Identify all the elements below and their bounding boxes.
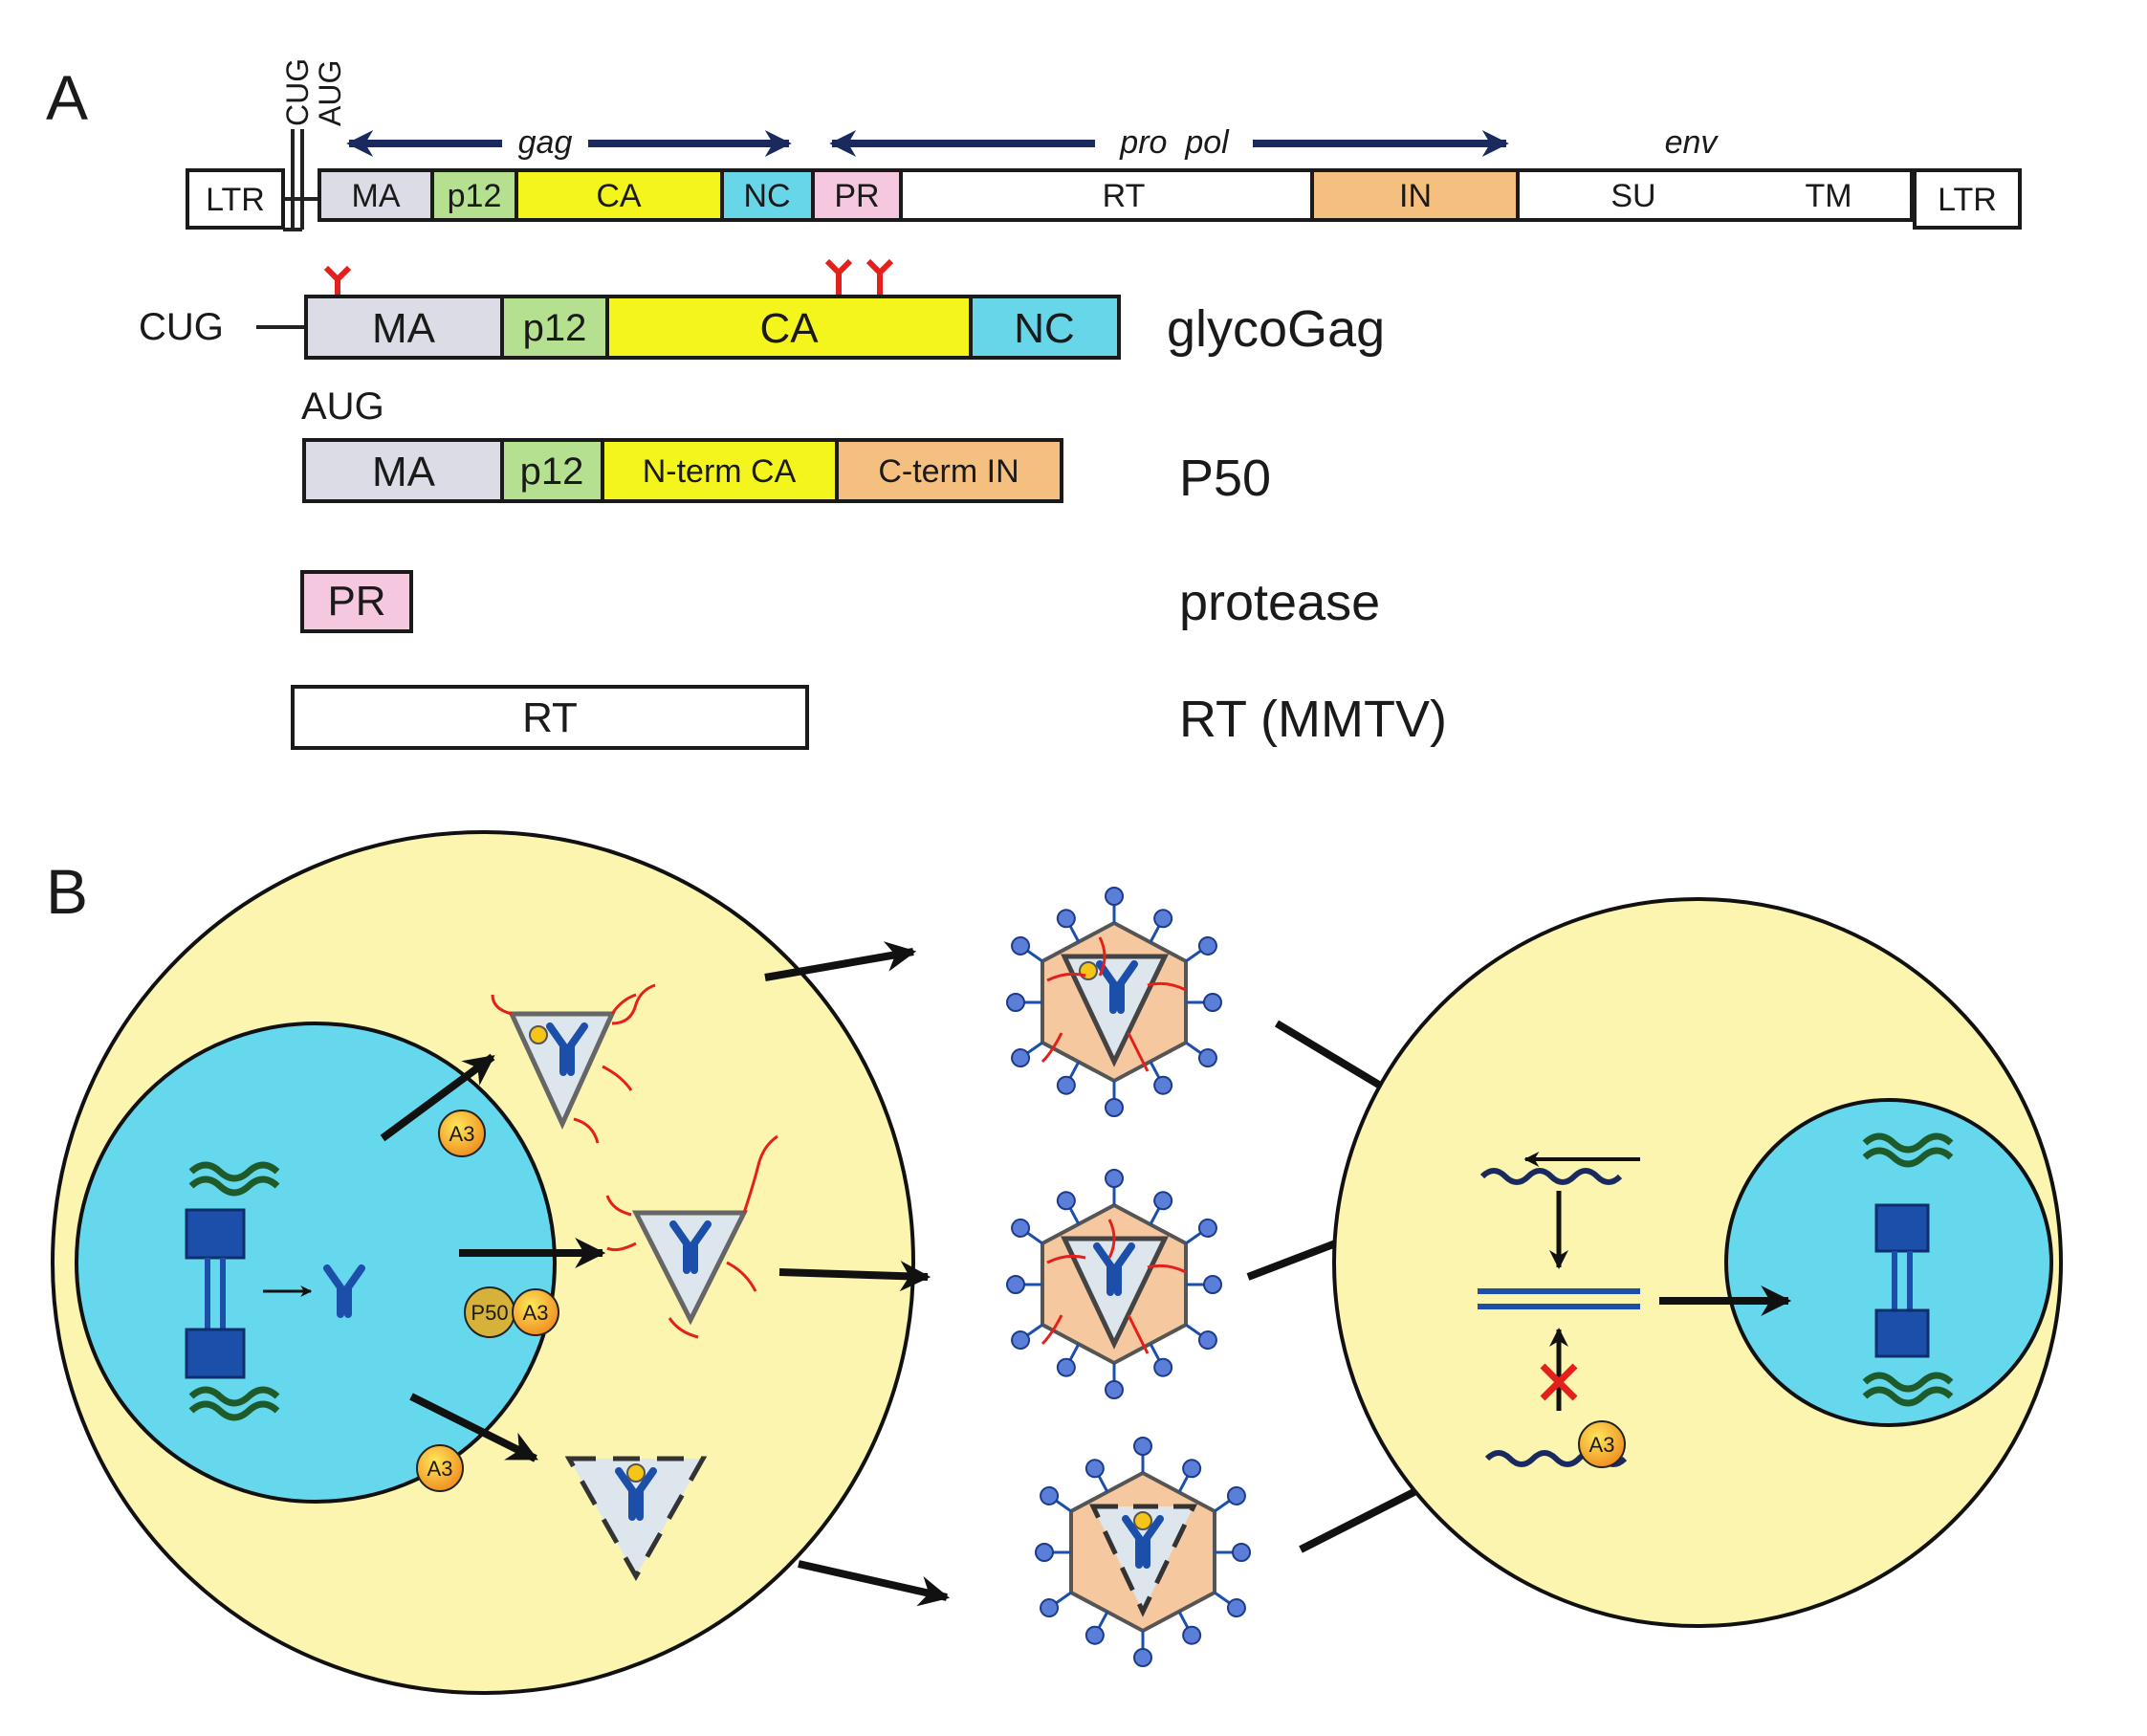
genome-in-label: IN xyxy=(1399,178,1432,214)
genome-ca-label: CA xyxy=(596,178,642,214)
genome-su-label: SU xyxy=(1610,178,1655,214)
glycogag-ca-label: CA xyxy=(759,305,819,352)
a3-label-bottom: A3 xyxy=(427,1457,453,1481)
gag-label: gag xyxy=(518,124,573,161)
glycogag-row: CUG MA p12 CA NC glycoGag xyxy=(139,258,1385,360)
a3-label-target: A3 xyxy=(1589,1433,1615,1457)
p50-nterm-ca-label: N-term CA xyxy=(643,453,797,490)
protease-row: PR protease xyxy=(300,570,1380,633)
glycogag-nc-label: NC xyxy=(1014,305,1075,352)
p50-ma-label: MA xyxy=(372,449,436,495)
p50-name: P50 xyxy=(1179,450,1271,507)
p50-ball-label: P50 xyxy=(471,1301,508,1325)
reverse-transcription: A3 xyxy=(1478,1152,1640,1468)
protease-pr-label: PR xyxy=(327,578,385,625)
gag-arrow: gag xyxy=(346,124,792,163)
env-label: env xyxy=(1665,124,1720,161)
glycogag-name: glycoGag xyxy=(1167,300,1385,358)
integrated-provirus xyxy=(1862,1132,1954,1407)
p50-row: AUG MA p12 N-term CA C-term IN P50 xyxy=(301,385,1271,507)
ltr-left-label: LTR xyxy=(206,182,265,218)
genome-rt-label: RT xyxy=(1103,178,1146,214)
virion-bottom xyxy=(1034,1436,1252,1668)
provirus xyxy=(185,1161,280,1421)
target-cell: A3 xyxy=(1332,897,2063,1628)
p50-aug-label: AUG xyxy=(301,385,384,428)
genome-tm-label: TM xyxy=(1805,178,1851,214)
virion-top xyxy=(1005,886,1223,1118)
genome-p12-label: p12 xyxy=(448,178,502,214)
genome-nc-label: NC xyxy=(743,178,790,214)
glycogag-ma-label: MA xyxy=(372,305,436,352)
a3-label-middle: A3 xyxy=(523,1301,549,1325)
assembly-route-middle: P50 A3 xyxy=(459,1134,778,1339)
glycogag-cug-label: CUG xyxy=(139,306,224,348)
genome-pr-label: PR xyxy=(834,178,879,214)
panel-b-label: B xyxy=(46,856,88,927)
virion-middle xyxy=(1005,1168,1223,1400)
start-codon-markers: CUG AUG xyxy=(280,58,347,231)
p50-cterm-in-label: C-term IN xyxy=(878,453,1019,490)
producer-nucleus xyxy=(75,1022,557,1504)
rt-row: RT RT (MMTV) xyxy=(291,685,1447,750)
pro-pol-label: pro pol xyxy=(1119,124,1230,161)
producer-cell xyxy=(51,830,915,1695)
p50-p12-label: p12 xyxy=(520,450,584,493)
glycogag-p12-label: p12 xyxy=(523,307,587,349)
panel-a-label: A xyxy=(46,62,88,133)
ltr-right-label: LTR xyxy=(1938,182,1997,218)
assembly-route-top: A3 xyxy=(380,983,656,1157)
pro-pol-arrow: pro pol xyxy=(829,124,1509,163)
rt-segment-label: RT xyxy=(522,694,578,741)
target-nucleus xyxy=(1724,1098,2053,1427)
cug-vertical-label: CUG xyxy=(280,58,315,126)
genome-map: LTR MA p12 CA NC PR RT IN SU TM LTR xyxy=(186,168,2022,230)
genome-ma-label: MA xyxy=(352,178,401,214)
rt-name: RT (MMTV) xyxy=(1179,691,1447,748)
aug-vertical-label: AUG xyxy=(313,60,347,126)
protease-name: protease xyxy=(1179,574,1380,631)
a3-label-top: A3 xyxy=(449,1122,475,1146)
assembly-route-bottom: A3 xyxy=(409,1393,708,1582)
glycosylation-sites xyxy=(323,258,894,297)
